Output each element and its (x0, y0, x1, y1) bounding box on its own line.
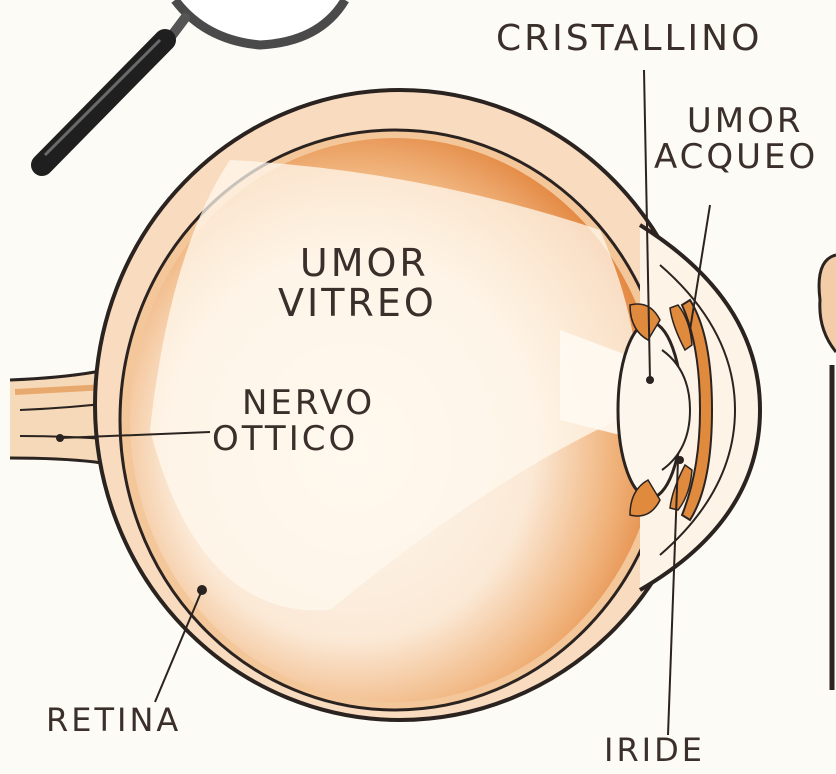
label-retina: RETINA (46, 704, 181, 738)
label-umor-acqueo-line1: UMOR (672, 104, 818, 140)
label-umor-acqueo-line2: ACQUEO (654, 140, 818, 176)
label-nervo-ottico-line1: NERVO (242, 386, 375, 422)
label-nervo-ottico: NERVO OTTICO (212, 386, 375, 457)
label-cristallino: CRISTALLINO (496, 20, 762, 58)
label-umor-acqueo: UMOR ACQUEO (672, 104, 818, 175)
label-umor-vitreo-line1: UMOR (292, 244, 437, 284)
label-umor-vitreo: UMOR VITREO (278, 244, 437, 324)
label-iride: IRIDE (604, 734, 705, 768)
label-nervo-ottico-line2: OTTICO (212, 422, 375, 458)
label-umor-vitreo-line2: VITREO (278, 284, 437, 324)
